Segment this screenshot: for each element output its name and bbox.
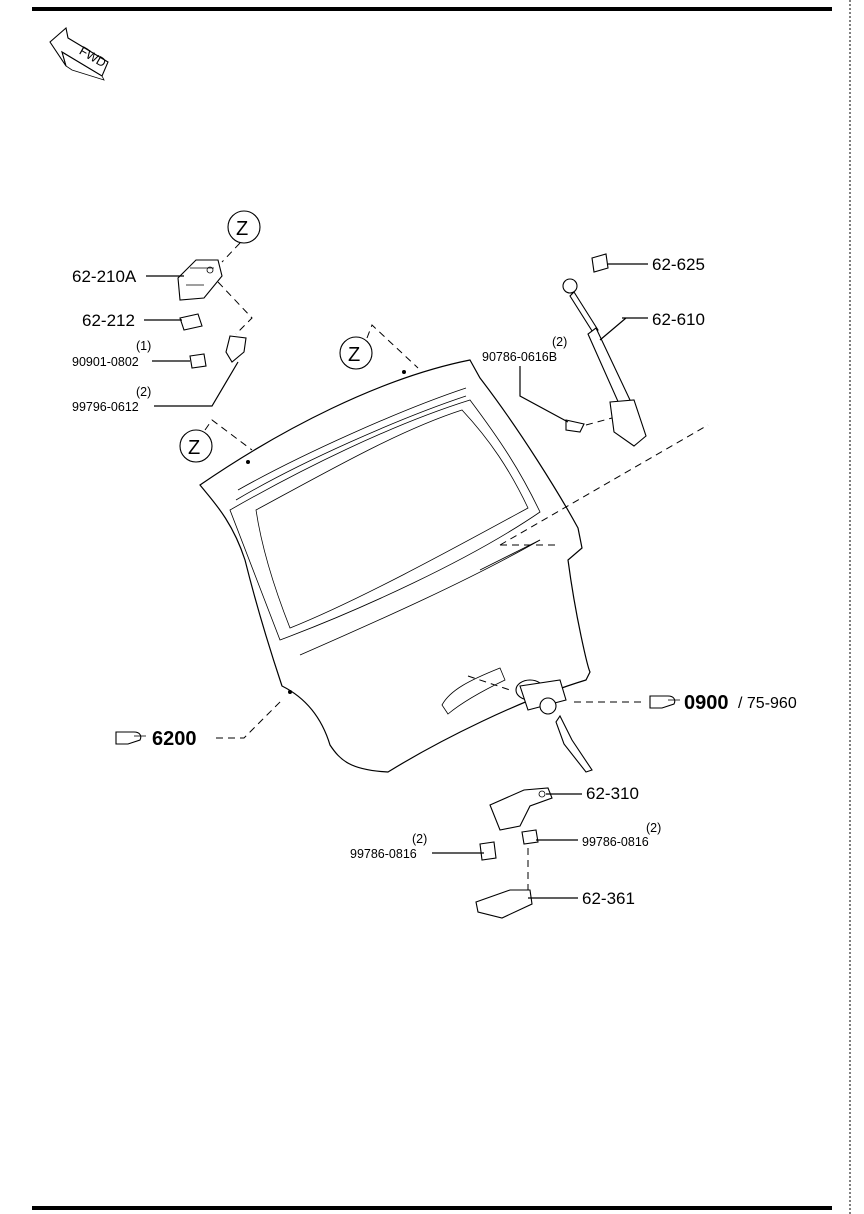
reference-0900[interactable]: 0900 / 75-960 (649, 692, 797, 714)
zone-marker-3: Z (179, 429, 213, 463)
hinge-part (177, 259, 247, 369)
zone-marker-1: Z (227, 210, 261, 244)
part-number-62-212: 62-212 (82, 311, 135, 330)
reference-code: 6200 (152, 728, 197, 750)
gas-strut-part (562, 253, 647, 447)
part-number-90786-0616b: 90786-0616B (482, 350, 557, 364)
part-number-62-210a: 62-210A (72, 267, 137, 286)
liftgate (199, 359, 591, 773)
part-number-62-310: 62-310 (586, 784, 639, 803)
part-number-90901-0802: 90901-0802 (72, 355, 139, 369)
svg-text:Z: Z (348, 344, 360, 366)
reference-6200[interactable]: 6200 (115, 728, 197, 750)
pointing-hand-icon (649, 695, 680, 709)
leader-lines (144, 263, 648, 899)
zone-marker-2: Z (339, 336, 373, 370)
part-qty-90786-0616b: (2) (552, 335, 567, 349)
part-qty-99786-0816-right: (2) (646, 821, 661, 835)
lock-cylinder-part (515, 679, 593, 773)
part-number-62-610: 62-610 (652, 310, 705, 329)
part-qty-99796-0612: (2) (136, 385, 151, 399)
pointing-hand-icon (115, 731, 146, 745)
reference-sub: / 75-960 (738, 695, 797, 712)
part-qty-90901-0802: (1) (136, 339, 151, 353)
latch-part (475, 787, 553, 919)
part-number-99786-0816-left: 99786-0816 (350, 847, 417, 861)
fwd-arrow-icon: FWD (49, 26, 109, 81)
svg-text:Z: Z (236, 218, 248, 240)
part-number-62-361: 62-361 (582, 889, 635, 908)
part-number-62-625: 62-625 (652, 255, 705, 274)
part-number-99796-0612: 99796-0612 (72, 400, 139, 414)
part-number-99786-0816-right: 99786-0816 (582, 835, 649, 849)
svg-text:Z: Z (188, 437, 200, 459)
part-qty-99786-0816-left: (2) (412, 832, 427, 846)
reference-code: 0900 (684, 692, 729, 714)
